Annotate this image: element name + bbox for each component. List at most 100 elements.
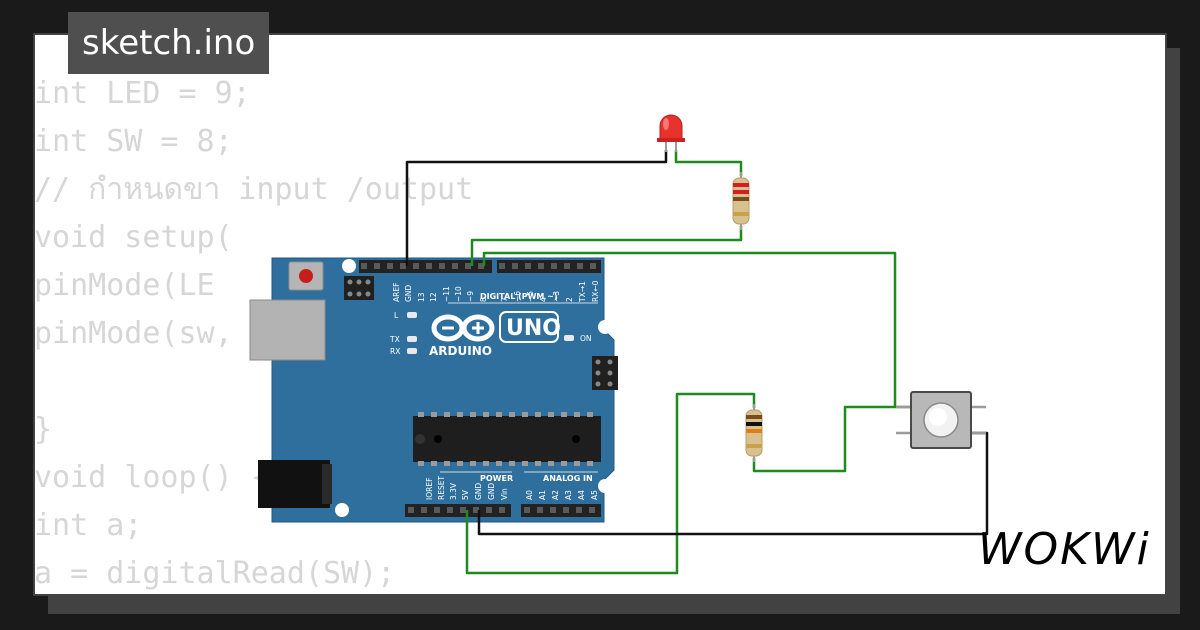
digital-pin[interactable]: [512, 263, 518, 269]
resistor-led[interactable]: [732, 172, 750, 230]
digital-pin-label: 12: [429, 292, 438, 302]
chip-leg: [522, 461, 528, 466]
chip-leg: [470, 412, 476, 417]
chip-leg: [509, 412, 515, 417]
analog-pin[interactable]: [524, 507, 530, 513]
chip-leg: [457, 412, 463, 417]
digital-pin-label: AREF: [392, 283, 401, 302]
analog-pin[interactable]: [550, 507, 556, 513]
icsp-header: [344, 276, 374, 300]
chip-leg: [483, 461, 489, 466]
power-pin[interactable]: [486, 507, 492, 513]
code-line: pinMode(sw,: [34, 316, 233, 351]
reset-button[interactable]: [288, 261, 324, 291]
analog-pin[interactable]: [537, 507, 543, 513]
wire-led-gnd: [405, 150, 668, 266]
resistor-pulldown[interactable]: [745, 404, 763, 462]
chip-leg: [483, 412, 489, 417]
code-line: }: [34, 412, 53, 447]
logo-model: UNO: [506, 316, 561, 341]
wires: [405, 150, 989, 575]
chip-leg: [444, 412, 450, 417]
digital-pin[interactable]: [400, 263, 406, 269]
analog-pin-label: A3: [564, 490, 573, 500]
chip-leg: [535, 412, 541, 417]
microcontroller-chip: [413, 412, 601, 466]
analog-pin[interactable]: [589, 507, 595, 513]
digital-pin[interactable]: [387, 263, 393, 269]
digital-pin[interactable]: [564, 263, 570, 269]
analog-pin-label: A1: [538, 490, 547, 500]
digital-pin[interactable]: [439, 263, 445, 269]
chip-leg: [418, 412, 424, 417]
digital-header-label: DIGITAL (PWM ~): [480, 292, 558, 301]
power-pin[interactable]: [434, 507, 440, 513]
digital-pin-label: RX←0: [591, 280, 600, 302]
power-pin[interactable]: [499, 507, 505, 513]
digital-pin[interactable]: [525, 263, 531, 269]
analog-pin-label: A2: [551, 490, 560, 500]
digital-pin[interactable]: [478, 263, 484, 269]
chip-leg: [418, 461, 424, 466]
power-pin[interactable]: [408, 507, 414, 513]
digital-pin-label: ~6: [513, 291, 522, 302]
digital-pin[interactable]: [465, 263, 471, 269]
digital-pin-label: 13: [417, 292, 426, 302]
digital-pin-label: GND: [404, 285, 413, 302]
red-led[interactable]: [657, 114, 685, 152]
power-pin[interactable]: [421, 507, 427, 513]
wire-5v-resistor: [465, 392, 756, 575]
analog-pin[interactable]: [576, 507, 582, 513]
wokwi-logo: WOKWi: [978, 524, 1151, 575]
logo-brand: ARDUINO: [429, 344, 492, 358]
chip-leg: [496, 461, 502, 466]
pushbutton[interactable]: [896, 391, 986, 449]
power-pin-label: GND: [487, 483, 496, 500]
power-pin-header[interactable]: [405, 504, 511, 517]
chip-leg: [509, 461, 515, 466]
power-pin[interactable]: [460, 507, 466, 513]
digital-pin[interactable]: [452, 263, 458, 269]
led-label-l: L: [394, 311, 399, 320]
analog-pin[interactable]: [563, 507, 569, 513]
power-pin[interactable]: [447, 507, 453, 513]
file-tab[interactable]: sketch.ino: [68, 12, 270, 74]
code-line: void setup(: [34, 220, 233, 255]
chip-leg: [470, 461, 476, 466]
power-pin-label: RESET: [437, 476, 446, 500]
arduino-logo: UNO ARDUINO: [429, 311, 561, 358]
chip-leg: [548, 461, 554, 466]
code-line: int LED = 9;: [34, 76, 251, 111]
power-pin-label: GND: [474, 483, 483, 500]
digital-pin[interactable]: [538, 263, 544, 269]
digital-pin[interactable]: [577, 263, 583, 269]
digital-pin-label: 4: [539, 297, 548, 302]
digital-pin-label: ~10: [454, 286, 463, 302]
digital-pin-label: ~11: [442, 286, 451, 302]
digital-pin[interactable]: [551, 263, 557, 269]
icsp2-header: [592, 356, 618, 390]
chip-leg: [587, 461, 593, 466]
power-pin[interactable]: [473, 507, 479, 513]
chip-leg: [431, 412, 437, 417]
chip-leg: [457, 461, 463, 466]
chip-leg: [522, 412, 528, 417]
power-header-label: POWER: [480, 474, 513, 483]
board-leds: L TX RX ON: [389, 311, 592, 356]
digital-pin-label: ~9: [466, 291, 475, 302]
led-label-on: ON: [580, 334, 592, 343]
digital-pin-label: 2: [565, 297, 574, 302]
digital-pin[interactable]: [413, 263, 419, 269]
wire-resistor-button: [752, 405, 895, 473]
digital-pin[interactable]: [590, 263, 596, 269]
analog-pin-label: A0: [525, 490, 534, 500]
digital-pin[interactable]: [374, 263, 380, 269]
digital-pin[interactable]: [361, 263, 367, 269]
digital-pin[interactable]: [426, 263, 432, 269]
wire-resistor-pin9: [470, 226, 743, 266]
digital-pin-label: TX→1: [578, 281, 587, 303]
code-background: int LED = 9;int SW = 8;// กำหนดขา input …: [34, 70, 473, 598]
digital-pin[interactable]: [499, 263, 505, 269]
